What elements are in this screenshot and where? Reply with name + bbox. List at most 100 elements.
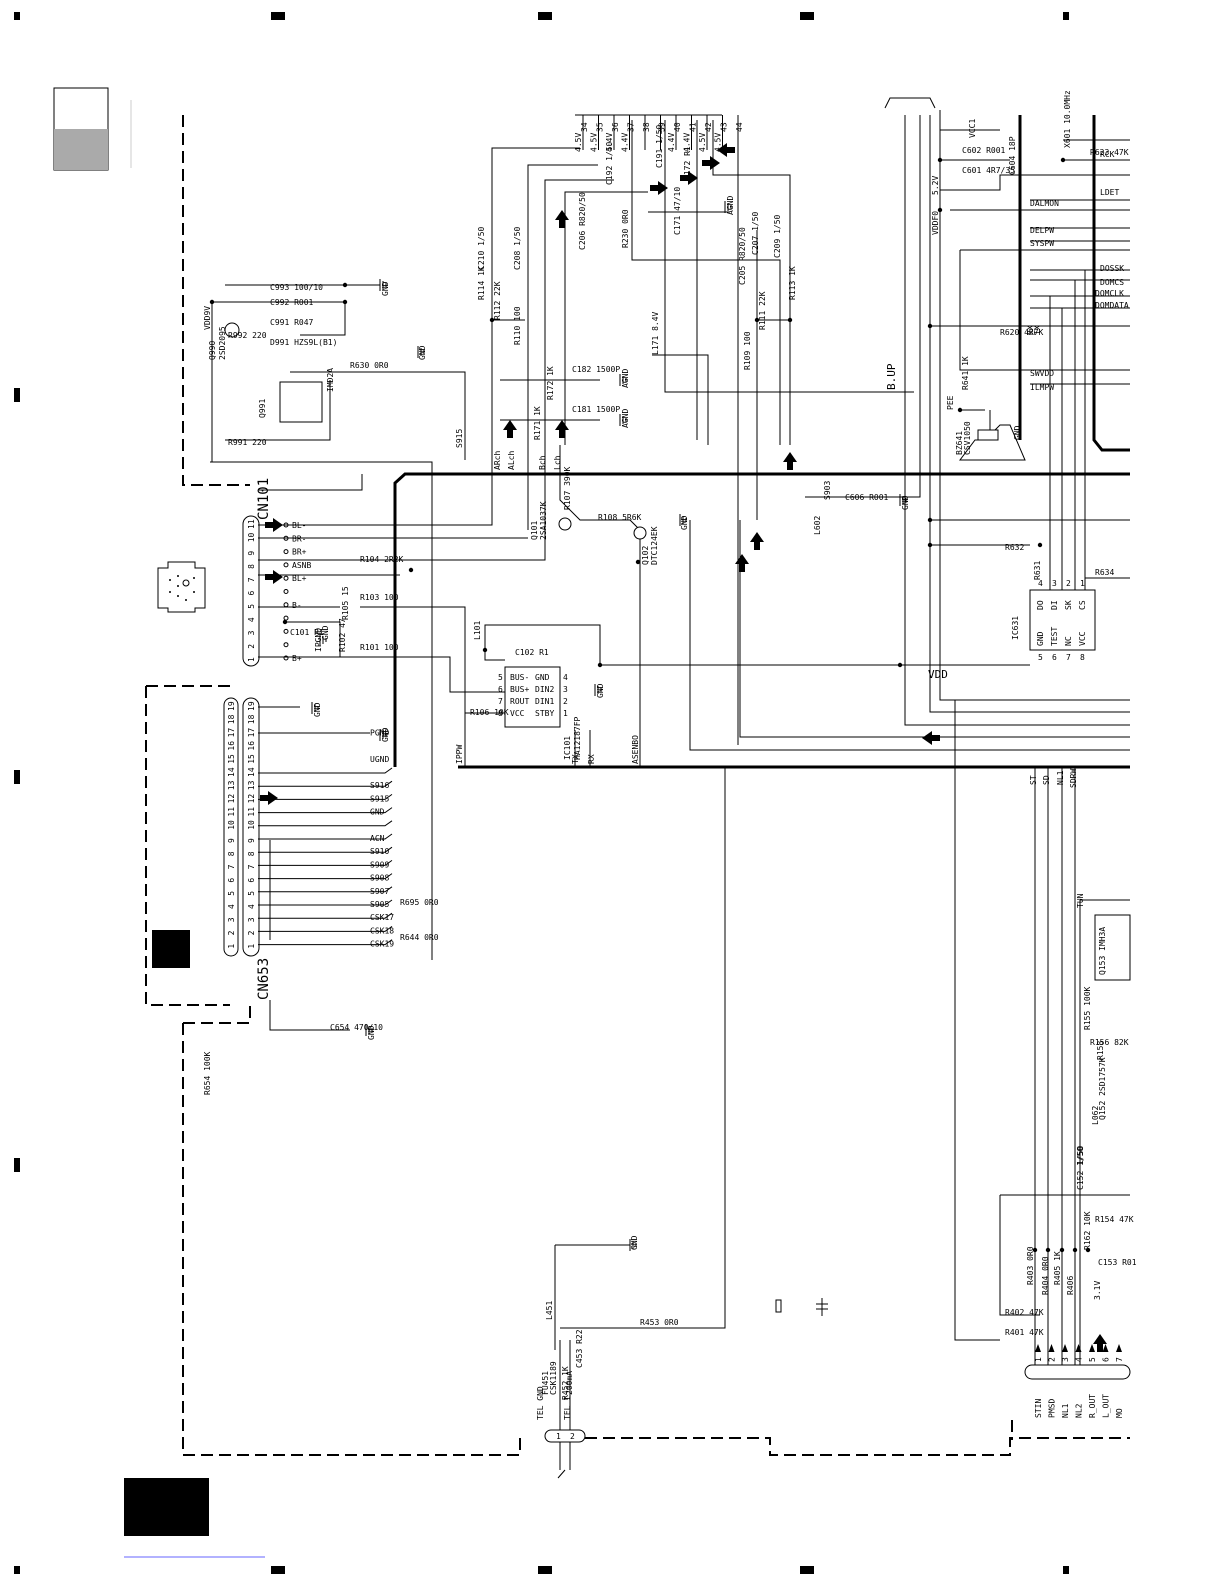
pin-arrow-icon — [1062, 1344, 1068, 1352]
header-pin-voltage: 4.4V — [667, 133, 676, 152]
cn653-pin-5: 5 — [247, 891, 256, 896]
cn653-inner-pin-14: 14 — [227, 767, 236, 777]
cn101-signal: BR+ — [292, 548, 307, 557]
audio-wiring — [210, 110, 1130, 1430]
net-domdata: DOMDATA — [1095, 301, 1129, 310]
ic101-pin-number: 1 — [563, 709, 568, 718]
cn101-pin-11: 11 — [247, 519, 256, 529]
ic101-pin-number: 2 — [563, 697, 568, 706]
ic631-pin-label: DI — [1050, 600, 1059, 610]
fu451-ref: FU451 — [541, 1371, 550, 1395]
ic101-part: HA12187FP — [573, 716, 582, 760]
component-r632: R632 — [1005, 543, 1024, 552]
bottom-pin-7: 7 — [1115, 1357, 1124, 1362]
cn653-inner-pin-16: 16 — [227, 741, 236, 751]
net-ipgnd: IPGND — [314, 628, 323, 652]
component-r111: R111 22K — [758, 291, 767, 330]
component-c602: C602 R001 — [962, 146, 1006, 155]
component-r641: R641 1K — [961, 356, 970, 390]
cn101-pin-4: 4 — [247, 617, 256, 622]
arrow-icon — [265, 518, 283, 532]
component-l062: L062 — [1091, 1106, 1100, 1125]
q101-part: 2SA1037K — [539, 501, 548, 540]
ic631-pin-number: 8 — [1080, 653, 1085, 662]
cn653-inner-pin-18: 18 — [227, 714, 236, 724]
cn653-pin-16: 16 — [247, 741, 256, 751]
component-r171: R171 1K — [533, 406, 542, 440]
junction-dot — [897, 662, 903, 668]
junction-dot — [1085, 1247, 1091, 1253]
component-c993: C993 100/10 — [270, 283, 323, 292]
bottom-signal: PMSD — [1048, 1399, 1057, 1418]
header-pin-36: 36 — [611, 122, 620, 132]
junction-dot — [635, 559, 641, 565]
cn101-pin-5: 5 — [247, 604, 256, 609]
component-r404: R404 0R0 — [1041, 1256, 1050, 1295]
cn653-wire — [258, 939, 393, 946]
cn653-wire — [258, 899, 393, 906]
component-r634: R634 — [1095, 568, 1114, 577]
cn653-signal: UGND — [370, 755, 389, 764]
junction-dot — [927, 517, 933, 523]
cn653-inner-pin-6: 6 — [227, 878, 236, 883]
bus-lines — [393, 97, 1130, 769]
net-dossk: DOSSK — [1100, 264, 1124, 273]
component-r105: R105 15 — [341, 586, 350, 620]
cn101-pin-7: 7 — [247, 577, 256, 582]
junction-dot — [282, 619, 288, 625]
ground-icon — [594, 684, 602, 696]
component-c606: C606 R001 — [845, 493, 889, 502]
index-tab — [53, 87, 132, 171]
component-r107: R107 390K — [563, 466, 572, 510]
cn653-wire — [258, 925, 393, 932]
cn101-pin-9: 9 — [247, 551, 256, 556]
bz641-part: CSV1050 — [963, 421, 972, 455]
net-vcc1: VCC1 — [968, 119, 977, 138]
component-r620: R620 4R7K — [1000, 328, 1044, 337]
net-gnd-4: GND — [901, 495, 910, 510]
bottom-pin-3: 3 — [1061, 1357, 1070, 1362]
cn653-pin-8: 8 — [247, 851, 256, 856]
component-l451: L451 — [545, 1301, 554, 1320]
component-r103: R103 100 — [360, 593, 399, 602]
cn653-wire — [258, 833, 393, 840]
component-c182: C182 1500P — [572, 365, 620, 374]
ground-symbols — [311, 201, 907, 1251]
cn653-inner-pin-3: 3 — [227, 917, 236, 922]
component-r108: R108 5R6K — [598, 513, 642, 522]
cn101-pin-1: 1 — [247, 657, 256, 662]
arrow-icon — [783, 452, 797, 470]
ground-icon — [319, 634, 327, 646]
cn653-inner-pin-12: 12 — [227, 794, 236, 804]
pin-terminal — [283, 602, 289, 608]
cn653-wire — [258, 820, 393, 827]
component-r110: R110 100 — [513, 306, 522, 345]
arrow-icon — [503, 420, 517, 438]
cn653-pin-2: 2 — [247, 930, 256, 935]
bottom-signal: L_OUT — [1102, 1394, 1111, 1418]
component-r113: R113 1K — [788, 266, 797, 300]
cn653-pin-9: 9 — [247, 838, 256, 843]
ground-icon — [311, 702, 319, 714]
junction-dot — [482, 647, 488, 653]
header-pin-voltage: 4.5V — [590, 133, 599, 152]
net-labels: S915 ARch ALch Bch Lch B.UP VDD VDDF0 5.… — [203, 119, 1129, 1300]
net-ippw: IPPW — [455, 745, 464, 764]
ic631-pin-label: VCC — [1078, 631, 1087, 646]
connector-outline-icon — [157, 561, 206, 613]
cn653-pin-18: 18 — [247, 714, 256, 724]
bottom-pin-1: 1 — [1034, 1357, 1043, 1362]
component-r112: R112 22K — [493, 281, 502, 320]
q101-ref: Q101 — [530, 521, 539, 540]
net-alch: ALch — [507, 451, 516, 470]
bottom-signal: NL2 — [1075, 1403, 1084, 1418]
net-rx: RX — [587, 754, 596, 764]
ground-icon — [417, 346, 425, 358]
header-pin-38: 38 — [642, 122, 651, 132]
cn653-inner-pin-1: 1 — [227, 944, 236, 949]
pin-arrow-icon — [1075, 1344, 1082, 1352]
ic101-pin-number: 5 — [498, 673, 503, 682]
